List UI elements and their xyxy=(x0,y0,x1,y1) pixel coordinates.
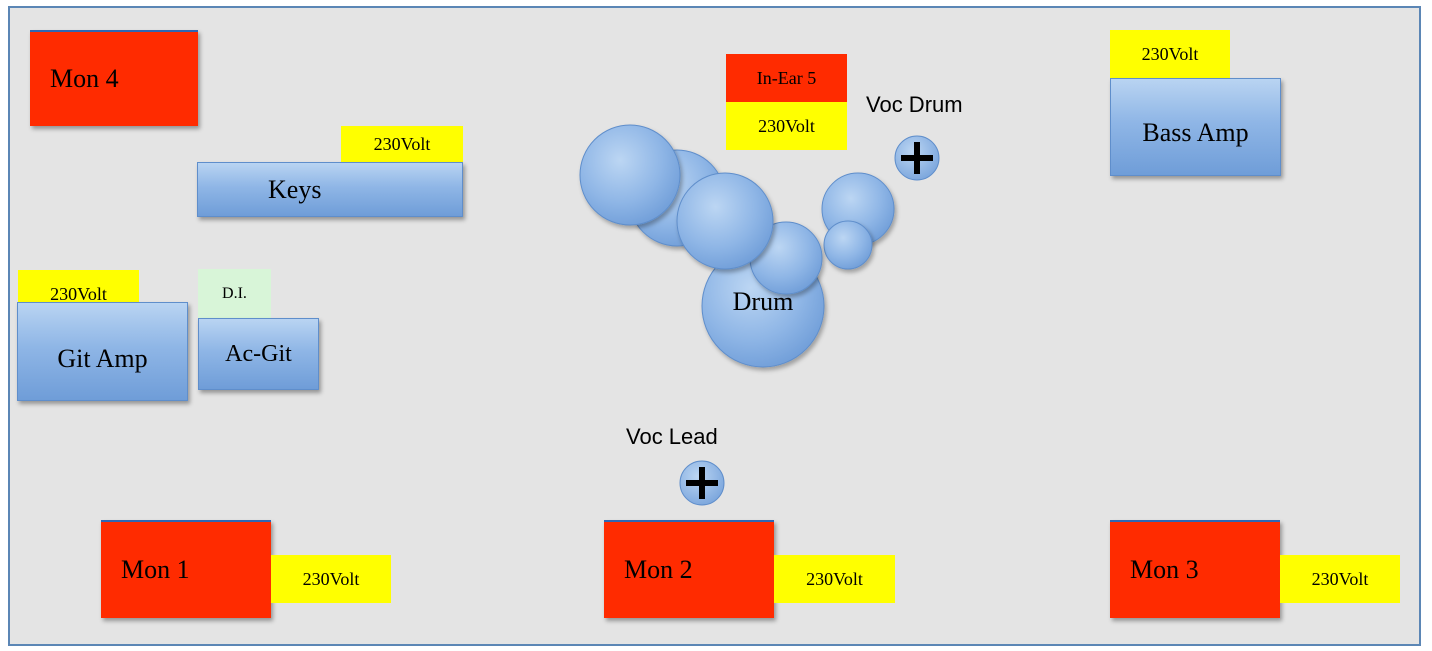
keys-label: Keys xyxy=(268,174,322,204)
drum-cymbal-left xyxy=(579,124,681,226)
keys-power: 230Volt xyxy=(341,126,463,162)
acoustic-guitar-label: Ac-Git xyxy=(225,340,292,367)
di-box: D.I. xyxy=(198,269,271,318)
voc-drum-label: Voc Drum xyxy=(866,92,963,117)
drum-hihat xyxy=(823,220,873,270)
monitor-3-label: Mon 3 xyxy=(1130,555,1199,584)
monitor-4: Mon 4 xyxy=(30,30,198,126)
monitor-1-power: 230Volt xyxy=(271,555,391,603)
git-amp-label: Git Amp xyxy=(57,343,148,373)
keys: Keys xyxy=(197,162,463,217)
voc-lead-mic-icon xyxy=(679,460,725,506)
in-ear-5: In-Ear 5 xyxy=(726,54,847,102)
monitor-4-label: Mon 4 xyxy=(50,64,119,93)
monitor-1-label: Mon 1 xyxy=(121,555,190,584)
monitor-3: Mon 3 xyxy=(1110,520,1280,618)
monitor-2-power: 230Volt xyxy=(774,555,895,603)
in-ear-power: 230Volt xyxy=(726,102,847,150)
monitor-2: Mon 2 xyxy=(604,520,774,618)
bass-amp-power: 230Volt xyxy=(1110,30,1230,78)
drum-kit: Drum xyxy=(579,124,895,368)
monitor-1: Mon 1 xyxy=(101,520,271,618)
drum-tom-mid xyxy=(676,172,774,270)
monitor-2-label: Mon 2 xyxy=(624,555,693,584)
voc-lead-label: Voc Lead xyxy=(626,424,718,449)
git-amp: Git Amp xyxy=(17,302,188,401)
monitor-3-power: 230Volt xyxy=(1280,555,1400,603)
drum-label: Drum xyxy=(733,287,794,316)
bass-amp: Bass Amp xyxy=(1110,78,1281,176)
acoustic-guitar: Ac-Git xyxy=(198,318,319,390)
voc-drum-mic-icon xyxy=(894,135,940,181)
bass-amp-label: Bass Amp xyxy=(1142,118,1249,147)
